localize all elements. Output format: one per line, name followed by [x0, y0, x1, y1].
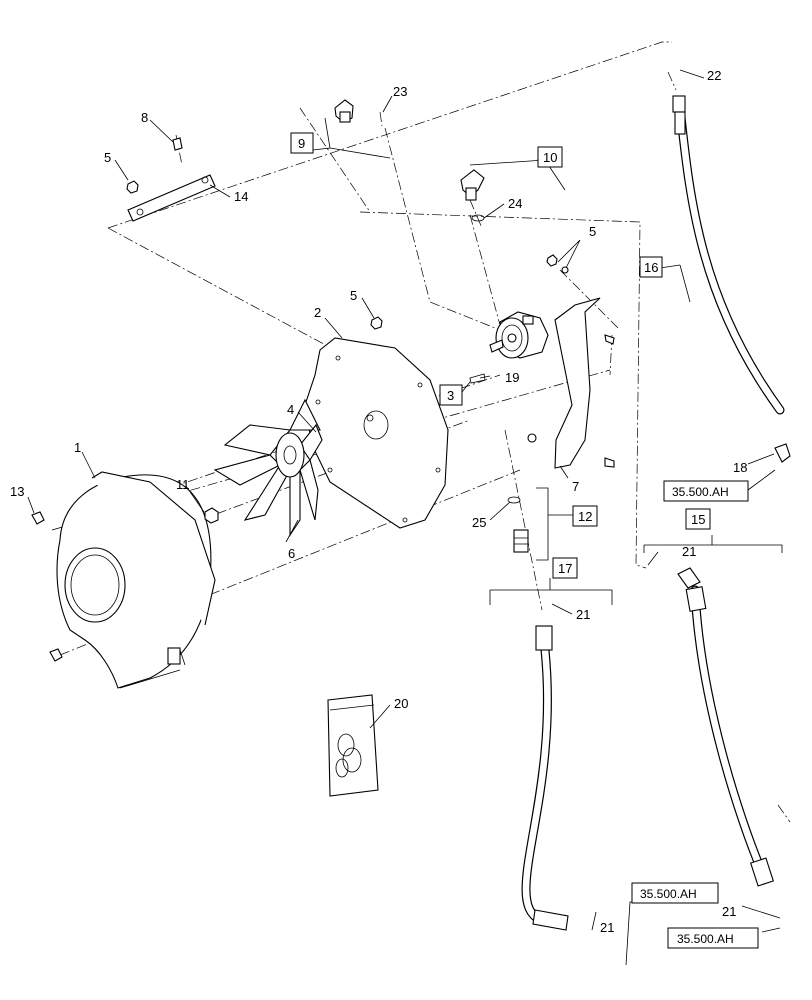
support-bar-part-14 [127, 174, 216, 222]
callout-18: 18 [733, 460, 747, 475]
hose-part-17 [521, 625, 569, 931]
hose-part-16 [672, 95, 785, 415]
bolt-part-13 [31, 511, 63, 662]
callout-box-10 [537, 146, 563, 168]
callout-9: 9 [298, 136, 305, 151]
callout-5a: 5 [104, 150, 111, 165]
callout-box-16 [639, 256, 663, 278]
nuts-part-5 [126, 180, 569, 330]
callout-box-12 [572, 505, 598, 527]
seals [469, 214, 521, 504]
callout-5c: 5 [589, 224, 596, 239]
callout-15: 15 [691, 512, 705, 527]
reference-35-500-ah-3: 35.500.AH [677, 932, 734, 946]
ref-box-3 [667, 927, 759, 949]
mounting-plate [304, 337, 449, 529]
seal-kit-bag [327, 694, 379, 797]
callout-25: 25 [472, 515, 486, 530]
callout-16: 16 [644, 260, 658, 275]
callout-box-3 [439, 384, 463, 406]
callout-8: 8 [141, 110, 148, 125]
bracket-part-7 [527, 297, 615, 469]
group-brackets [489, 487, 783, 605]
callout-3: 3 [447, 388, 454, 403]
callout-19: 19 [505, 370, 519, 385]
reference-35-500-ah-1: 35.500.AH [672, 485, 729, 499]
callout-7: 7 [572, 479, 579, 494]
callout-10: 10 [543, 150, 557, 165]
hose-part-15 [677, 567, 775, 887]
callout-labels: 1 2 3 4 5 5 5 6 7 8 9 10 11 12 13 14 15 … [10, 68, 747, 935]
callout-23: 23 [393, 84, 407, 99]
callout-2: 2 [314, 305, 321, 320]
nut-part-11 [204, 507, 219, 524]
callout-21a: 21 [576, 607, 590, 622]
callout-boxes [290, 132, 759, 949]
elbow-fitting-9 [334, 99, 354, 123]
callout-21c: 21 [600, 920, 614, 935]
reference-35-500-ah-2: 35.500.AH [640, 887, 697, 901]
fan-housing [56, 471, 216, 689]
callout-box-15 [685, 508, 711, 530]
callout-21d: 21 [722, 904, 736, 919]
callout-5b: 5 [350, 288, 357, 303]
fan-impeller [213, 398, 323, 537]
callout-box-9 [290, 132, 314, 154]
elbow-fitting-18 [774, 443, 791, 463]
fitting-part-12 [513, 529, 529, 553]
callout-24: 24 [508, 196, 522, 211]
ref-box-1 [663, 480, 749, 502]
callout-4: 4 [287, 402, 294, 417]
callout-17: 17 [558, 561, 572, 576]
callout-20: 20 [394, 696, 408, 711]
callout-12: 12 [578, 509, 592, 524]
callout-21b: 21 [682, 544, 696, 559]
reference-labels: 35.500.AH 35.500.AH 35.500.AH [640, 485, 734, 946]
hydraulic-motor [489, 311, 549, 359]
bolt-part-8 [172, 137, 183, 151]
ref-box-2 [631, 882, 719, 904]
elbow-fitting-10 [460, 169, 485, 201]
callout-22: 22 [707, 68, 721, 83]
callout-box-17 [552, 557, 578, 579]
callout-14: 14 [234, 189, 248, 204]
callout-11: 11 [176, 477, 190, 492]
callout-1: 1 [74, 440, 81, 455]
callout-6: 6 [288, 546, 295, 561]
callout-13: 13 [10, 484, 24, 499]
